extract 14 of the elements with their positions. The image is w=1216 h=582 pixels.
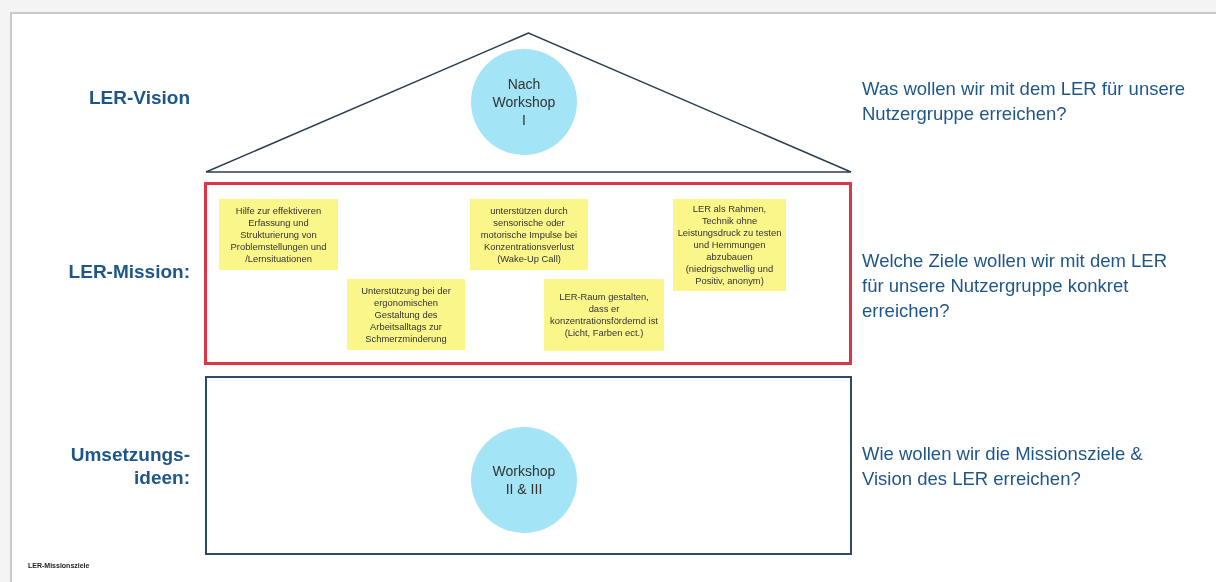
sticky-note: Unterstützung bei der ergonomischen Gestaltung des Arbeitsalltags zur Schmerzminderung: [347, 279, 465, 350]
circle: Workshop II & III: [471, 427, 577, 533]
section-heading: LER-Vision: [88, 86, 190, 109]
question-text: Wie wollen wir die Missionsziele & Vision des LER erreichen?: [862, 442, 1144, 491]
section-heading: LER-Mission:: [67, 260, 190, 283]
question-text: Welche Ziele wollen wir mit dem LER für unsere Nutzergruppe konkret erreichen?: [862, 249, 1168, 323]
base-frame: [205, 376, 852, 555]
sticky-note: unterstützen durch sensorische oder motorische Impulse bei Konzentrationsverlust (Wake-Up Call): [470, 199, 588, 270]
mission-frame: [204, 182, 852, 365]
sticky-note: LER-Raum gestalten, dass er konzentrationsfördernd ist (Licht, Farben ect.): [544, 279, 664, 351]
section-heading: Umsetzungs- ideen:: [69, 443, 190, 489]
sticky-note: LER als Rahmen, Technik ohne Leistungsdruck zu testen und Hemmungen abzubauen (niedrigschwellig und Positiv, anonym): [673, 199, 786, 291]
sticky-note: Hilfe zur effektiveren Erfassung und Strukturierung von Problemstellungen und /Lernsituationen: [219, 199, 338, 270]
question-text: Was wollen wir mit dem LER für unsere Nutzergruppe erreichen?: [862, 77, 1187, 126]
